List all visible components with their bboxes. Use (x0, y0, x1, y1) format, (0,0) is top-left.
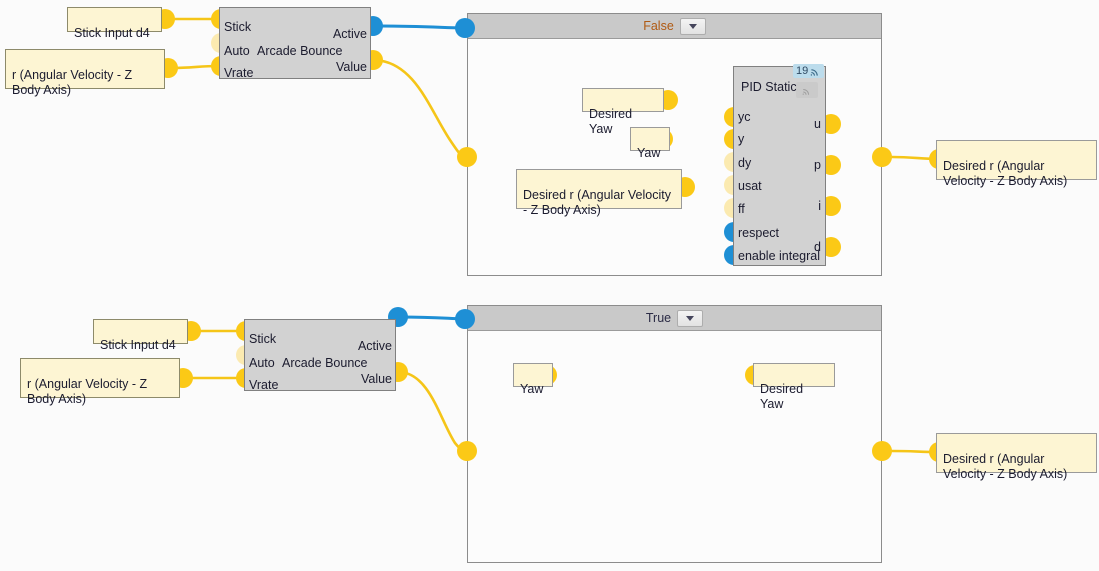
variable-label: Desired r (Angular Velocity - Z Body Axi… (943, 452, 1068, 481)
pid-output-u: u (814, 117, 821, 131)
pid-input-enable-integral: enable integral (738, 249, 821, 263)
branch-label-true: True (645, 311, 672, 325)
pid-output-port-d[interactable] (821, 237, 841, 257)
block-output-active: Active (357, 339, 392, 353)
block-input-auto: Auto (249, 356, 275, 370)
pid-input-respect: respect (738, 226, 779, 240)
variable-label: Stick Input d4 (74, 26, 150, 40)
pid-input-y: y (738, 132, 745, 146)
branch-header-false[interactable]: False (468, 14, 881, 39)
variable-desired-yaw-bottom[interactable]: Desired Yaw (753, 363, 835, 411)
block-title: Arcade Bounce (282, 356, 368, 370)
pid-secondary-badge[interactable] (796, 82, 818, 98)
container-bool-input-port-false[interactable] (455, 18, 475, 38)
pid-output-port-p[interactable] (821, 155, 841, 175)
pid-input-dy: dy (738, 156, 752, 170)
pid-input-yc: yc (738, 110, 751, 124)
container-value-node-left-true[interactable] (457, 441, 477, 461)
variable-label: r (Angular Velocity - Z Body Axis) (12, 68, 133, 97)
variable-label: r (Angular Velocity - Z Body Axis) (27, 377, 148, 406)
signal-icon (810, 66, 821, 77)
chevron-down-icon[interactable] (677, 309, 704, 327)
block-output-value: Value (360, 372, 392, 386)
pid-output-p: p (814, 158, 821, 172)
block-output-active: Active (332, 27, 367, 41)
variable-angular-velocity-r-top[interactable]: r (Angular Velocity - Z Body Axis) (5, 49, 165, 97)
pid-output-port-u[interactable] (821, 114, 841, 134)
branch-header-true[interactable]: True (468, 306, 881, 331)
variable-label: Desired r (Angular Velocity - Z Body Axi… (943, 159, 1068, 188)
block-input-auto: Auto (224, 44, 250, 58)
container-value-node-right-true[interactable] (872, 441, 892, 461)
container-value-node-left-false[interactable] (457, 147, 477, 167)
branch-label-false: False (643, 19, 674, 33)
pid-input-ff: ff (738, 202, 745, 216)
block-arcade-bounce-top[interactable]: Arcade Bounce Stick Auto Vrate Active Va… (219, 7, 371, 80)
block-input-vrate: Vrate (224, 66, 254, 80)
container-bool-input-port-true[interactable] (455, 309, 475, 329)
chevron-down-icon[interactable] (679, 17, 706, 35)
block-pid-static[interactable]: PID Static yc y dy usat ff respect enabl… (733, 66, 826, 266)
variable-label: Desired Yaw (760, 382, 804, 411)
variable-yaw[interactable]: Yaw (630, 127, 670, 160)
pid-input-usat: usat (738, 179, 762, 193)
variable-stick-input-d4-top[interactable]: Stick Input d4 (67, 7, 162, 40)
container-value-node-right-false[interactable] (872, 147, 892, 167)
variable-label: Desired r (Angular Velocity - Z Body Axi… (523, 188, 671, 217)
variable-desired-yaw[interactable]: Desired Yaw (582, 88, 664, 136)
pid-badge-count: 19 (796, 65, 809, 77)
variable-desired-r-out-bottom[interactable]: Desired r (Angular Velocity - Z Body Axi… (936, 433, 1097, 481)
variable-angular-velocity-r-bottom[interactable]: r (Angular Velocity - Z Body Axis) (20, 358, 180, 406)
branch-container-true[interactable]: True (467, 305, 882, 563)
block-title: Arcade Bounce (257, 44, 343, 58)
block-input-vrate: Vrate (249, 378, 279, 392)
variable-desired-r-out-top[interactable]: Desired r (Angular Velocity - Z Body Axi… (936, 140, 1097, 188)
pid-output-d: d (814, 240, 821, 254)
variable-label: Yaw (520, 382, 544, 396)
pid-badge[interactable]: 19 (793, 64, 825, 78)
block-input-stick: Stick (224, 20, 252, 34)
variable-label: Desired Yaw (589, 107, 633, 136)
block-title: PID Static (741, 80, 797, 94)
block-output-value: Value (335, 60, 367, 74)
signal-icon (802, 85, 813, 96)
variable-yaw-bottom[interactable]: Yaw (513, 363, 553, 396)
block-arcade-bounce-bottom[interactable]: Arcade Bounce Stick Auto Vrate Active Va… (244, 319, 396, 392)
variable-label: Yaw (637, 146, 661, 160)
pid-output-port-i[interactable] (821, 196, 841, 216)
block-input-stick: Stick (249, 332, 277, 346)
variable-label: Stick Input d4 (100, 338, 176, 352)
variable-desired-r-inner[interactable]: Desired r (Angular Velocity - Z Body Axi… (516, 169, 682, 217)
pid-output-i: i (818, 199, 821, 213)
variable-stick-input-d4-bottom[interactable]: Stick Input d4 (93, 319, 188, 352)
